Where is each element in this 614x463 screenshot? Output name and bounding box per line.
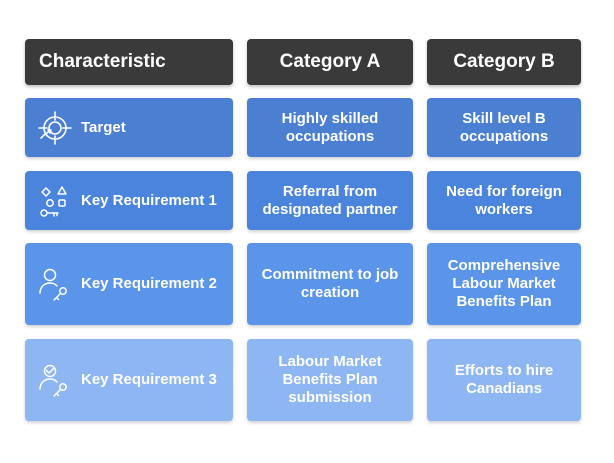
header-category-a: Category A	[247, 39, 413, 85]
row-req3-category-b-text: Efforts to hire Canadians	[454, 362, 554, 397]
row-target-label: Target	[81, 118, 126, 136]
person-key-icon	[35, 360, 75, 400]
row-req1-category-a: Referral from designated partner	[247, 171, 413, 230]
header-category-b-label: Category B	[453, 51, 555, 72]
row-req3-category-a: Labour Market Benefits Plan submission	[247, 339, 413, 421]
row-target-category-a-text: Highly skilled occupations	[281, 109, 379, 145]
row-target-category-b-text: Skill level B occupations	[459, 109, 549, 145]
row-req1-category-b-text: Need for foreign workers	[446, 182, 562, 218]
row-req1-category-b: Need for foreign workers	[427, 171, 581, 230]
row-req2-label: Key Requirement 2	[81, 275, 217, 292]
row-req3-label-cell: Key Requirement 3	[25, 339, 233, 421]
row-req2-category-b: Comprehensive Labour Market Benefits Pla…	[427, 243, 581, 325]
row-target-category-a: Highly skilled occupations	[247, 98, 413, 157]
shapes-key-icon	[35, 181, 75, 221]
row-req1-category-a-text: Referral from designated partner	[262, 182, 398, 218]
row-req1-label: Key Requirement 1	[81, 191, 217, 209]
row-req3-label: Key Requirement 3	[81, 371, 217, 388]
row-req1-label-cell: Key Requirement 1	[25, 171, 233, 230]
header-category-b: Category B	[427, 39, 581, 85]
row-req3-category-a-text: Labour Market Benefits Plan submission	[278, 353, 382, 406]
row-req2-category-a-text: Commitment to job creation	[261, 266, 399, 301]
row-req2-label-cell: Key Requirement 2	[25, 243, 233, 325]
row-req3-category-b: Efforts to hire Canadians	[427, 339, 581, 421]
header-characteristic-label: Characteristic	[39, 51, 166, 72]
row-target-label-cell: Target	[25, 98, 233, 157]
person-key-icon	[35, 264, 75, 304]
target-icon	[35, 108, 75, 148]
row-req2-category-b-text: Comprehensive Labour Market Benefits Pla…	[447, 257, 561, 310]
header-category-a-label: Category A	[279, 51, 381, 72]
row-target-category-b: Skill level B occupations	[427, 98, 581, 157]
row-req2-category-a: Commitment to job creation	[247, 243, 413, 325]
header-characteristic: Characteristic	[25, 39, 233, 85]
